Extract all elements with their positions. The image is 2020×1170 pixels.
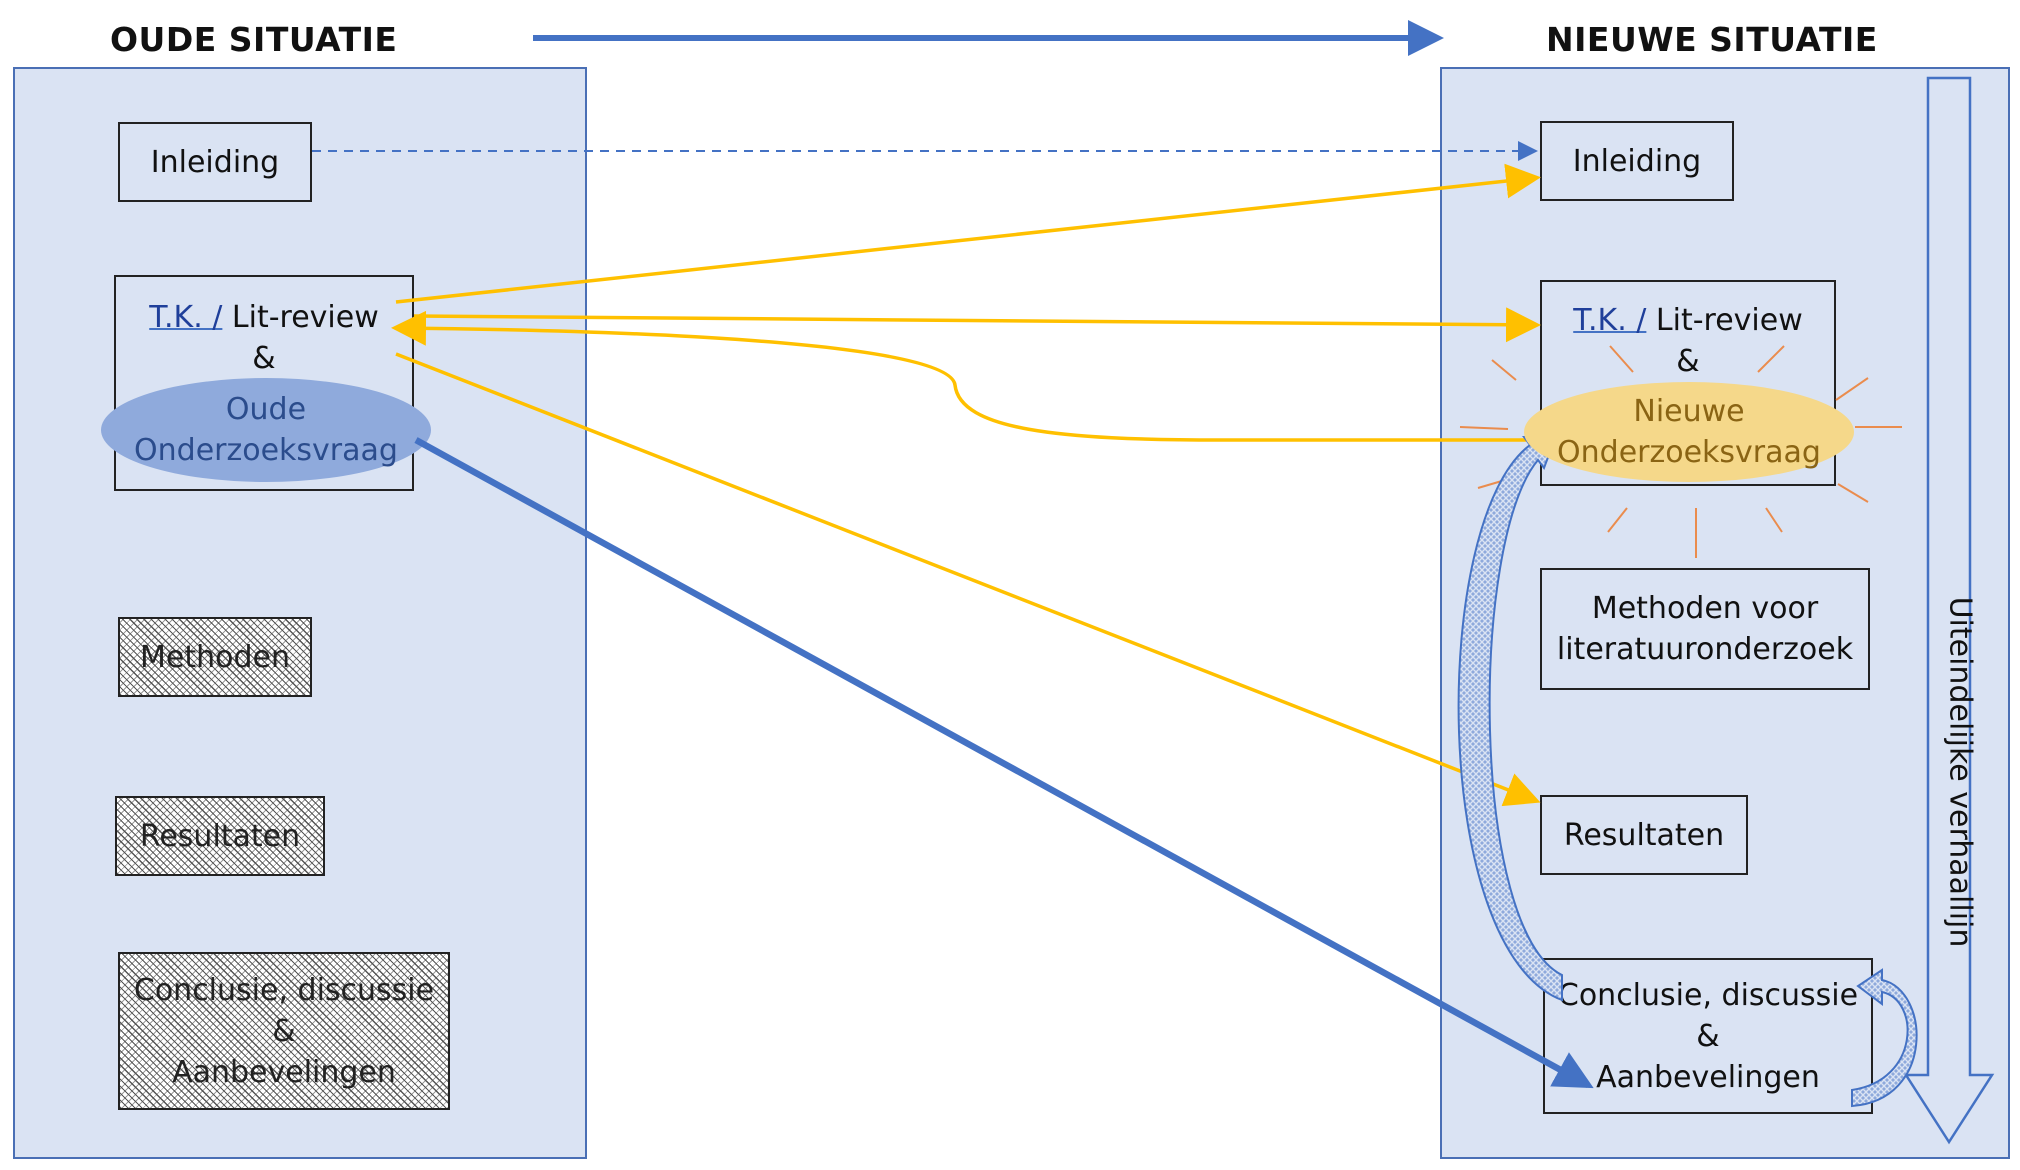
new-question-line1: Nieuwe — [1633, 394, 1745, 429]
new-question-line2: Onderzoeksvraag — [1557, 435, 1821, 470]
new-conclusie-line3: Aanbevelingen — [1596, 1059, 1820, 1095]
new-conclusie-box: Conclusie, discussie & Aanbevelingen — [1543, 958, 1873, 1114]
old-research-question: Oude Onderzoeksvraag — [101, 378, 431, 482]
new-tk-litreview-label: T.K. / Lit-review — [1573, 300, 1803, 341]
new-research-question: Nieuwe Onderzoeksvraag — [1524, 382, 1854, 482]
storyline-arrow — [1903, 76, 1995, 1145]
old-question-line2: Onderzoeksvraag — [134, 433, 398, 468]
new-situation-heading: NIEUWE SITUATIE — [1546, 20, 1878, 59]
old-ampersand: & — [252, 341, 276, 376]
yellow-arrow-to-inleiding — [395, 163, 1541, 304]
new-methoden-line2: literatuuronderzoek — [1556, 632, 1854, 667]
old-inleiding-label: Inleiding — [150, 144, 280, 180]
storyline-label: Uiteindelijke verhaallijn — [1942, 596, 1978, 948]
old-litreview-text: Lit-review — [222, 300, 379, 335]
new-methoden-line1: Methoden voor — [1591, 591, 1819, 626]
feedback-arrow-loop — [1851, 968, 1918, 1108]
old-tk-abbrev: T.K. / — [149, 300, 223, 335]
yellow-arrow-back-to-old-tk — [391, 310, 1526, 442]
new-ampersand: & — [1676, 344, 1700, 379]
old-tk-litreview-label: T.K. / Lit-review — [149, 297, 379, 338]
blue-arrow-to-conclusie — [414, 437, 1594, 1089]
new-resultaten-box: Resultaten — [1540, 795, 1748, 875]
new-tk-abbrev: T.K. / — [1573, 303, 1647, 338]
yellow-arrow-to-resultaten — [395, 352, 1541, 807]
old-inleiding-box: Inleiding — [118, 122, 312, 202]
old-resultaten-label: Resultaten — [139, 818, 301, 854]
old-conclusie-box: Conclusie, discussie & Aanbevelingen — [118, 952, 450, 1110]
old-conclusie-line1: Conclusie, discussie — [133, 972, 435, 1008]
new-inleiding-box: Inleiding — [1540, 121, 1734, 201]
new-inleiding-label: Inleiding — [1572, 143, 1702, 179]
new-conclusie-line2: & — [1696, 1018, 1720, 1054]
old-question-line1: Oude — [225, 392, 307, 427]
new-litreview-text: Lit-review — [1646, 303, 1803, 338]
feedback-arrow-to-question — [1457, 434, 1563, 1002]
old-conclusie-line2: & — [272, 1013, 296, 1049]
old-situation-heading: OUDE SITUATIE — [110, 20, 398, 59]
new-conclusie-line1: Conclusie, discussie — [1557, 977, 1859, 1013]
old-methoden-box: Methoden — [118, 617, 312, 697]
old-methoden-label: Methoden — [140, 639, 290, 675]
new-methoden-box: Methoden voor literatuuronderzoek — [1540, 568, 1870, 690]
yellow-arrow-to-tk — [413, 307, 1541, 343]
new-resultaten-label: Resultaten — [1563, 817, 1725, 853]
old-resultaten-box: Resultaten — [115, 796, 325, 876]
old-conclusie-line3: Aanbevelingen — [172, 1054, 396, 1090]
